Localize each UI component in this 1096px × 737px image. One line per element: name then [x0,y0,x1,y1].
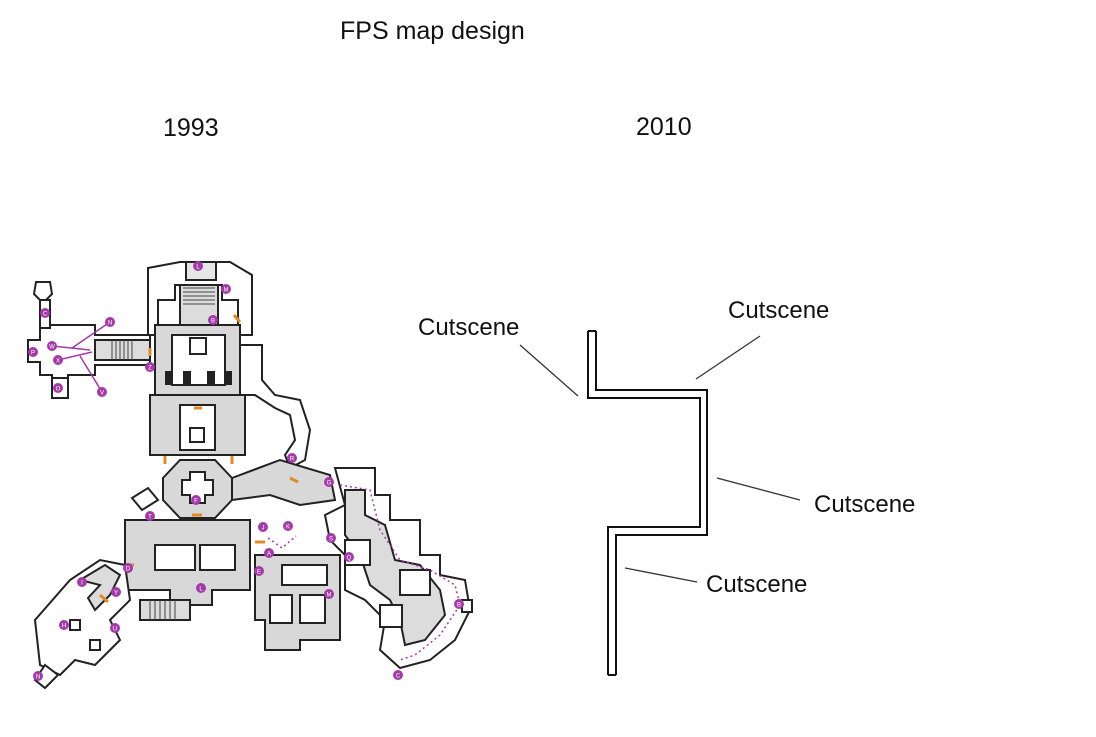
map-marker-letter: L [196,265,200,271]
map-marker-letter: E [257,570,261,576]
map-marker-letter: K [286,525,290,531]
map-marker-letter: W [49,345,55,351]
map-octagon-inner [181,471,214,504]
map-marker-letter: O [56,387,61,393]
map-2010 [587,330,708,676]
cutscene-label-4: Cutscene [706,571,808,598]
map-marker-letter: B [457,603,461,609]
cutscene-label-3: Cutscene [814,491,916,518]
map-marker-letter: R [290,457,295,463]
map-stairs [183,287,215,305]
map-marker-letter: G [327,481,332,487]
cutscene-label-2: Cutscene [728,297,830,324]
map-stairs [149,600,176,620]
map-2010-corridor-outer [587,331,701,675]
map-marker-letter: U [113,627,117,633]
map-dotted-route [267,535,297,549]
map-curve-corridor [239,344,312,470]
map-1993 [27,261,473,690]
map-room-right-inner [299,594,326,624]
map-pillar [89,639,101,651]
map-marker-letter: I [81,581,83,587]
map-marker-letter: X [56,359,60,365]
map-marker-letter: N [36,675,40,681]
map-marker-letter: T [148,515,152,521]
map-pillar [207,371,215,385]
map-2010-corridor-inner [595,331,708,675]
map-marker-letters: L M B C N W X P O V Z R F T J K G S Q A E D Y I H U L M B C N [31,265,461,681]
map-maze-right-inner [344,489,447,647]
map-dotted-route [339,484,461,661]
cutscene-pointer-2 [695,335,761,380]
map-marker-letter: H [62,624,66,630]
label-1993: 1993 [163,114,219,142]
map-markers [28,261,464,681]
map-hall-lower-inner [154,544,196,571]
map-pillar [189,337,207,355]
map-pillar [183,371,191,385]
cutscene-pointers [519,335,801,583]
map-room-right-inner [269,594,293,624]
map-snake-corridor [77,563,122,612]
map-room-right-inner [281,564,328,586]
map-maze-block [379,604,403,628]
map-marker-letter: M [224,288,229,294]
map-small-room [130,486,160,512]
map-corridor-right [231,458,337,507]
map-room-top [147,261,253,336]
map-maze-block [399,569,431,596]
page-title: FPS map design [340,17,525,45]
map-marker-letter: V [100,391,104,397]
map-marker-letter: Y [114,591,118,597]
map-marker-letter: D [126,567,131,573]
map-marker-letter: Q [347,556,352,562]
map-marker-letter: N [108,321,112,327]
map-pillar [189,427,205,443]
label-2010: 2010 [636,113,692,141]
map-marker-letter: L [199,587,203,593]
map-pillar [165,371,173,385]
map-stairs [111,340,133,360]
cutscene-pointer-1 [519,344,579,397]
cutscene-pointer-4 [624,567,698,583]
map-pillar [224,371,232,385]
map-marker-letter: F [194,499,198,505]
cutscene-pointer-3 [716,477,801,501]
map-marker-letter: J [262,526,265,532]
map-marker-letter: M [327,593,332,599]
map-marker-letter: Z [148,366,152,372]
map-marker-letter: A [267,552,271,558]
map-marker-lines [51,321,111,393]
map-top-left-tower [32,281,54,301]
map-marker-letter: B [211,319,215,325]
map-marker-letter: C [396,674,401,680]
map-wing-left-corridor [94,339,151,361]
cutscene-label-1: Cutscene [418,314,520,341]
map-pillar [69,619,81,631]
map-marker-letter: S [329,537,333,543]
map-marker-letter: C [43,312,48,318]
map-marker-letter: P [31,351,35,357]
map-hall-lower-inner [199,544,236,571]
